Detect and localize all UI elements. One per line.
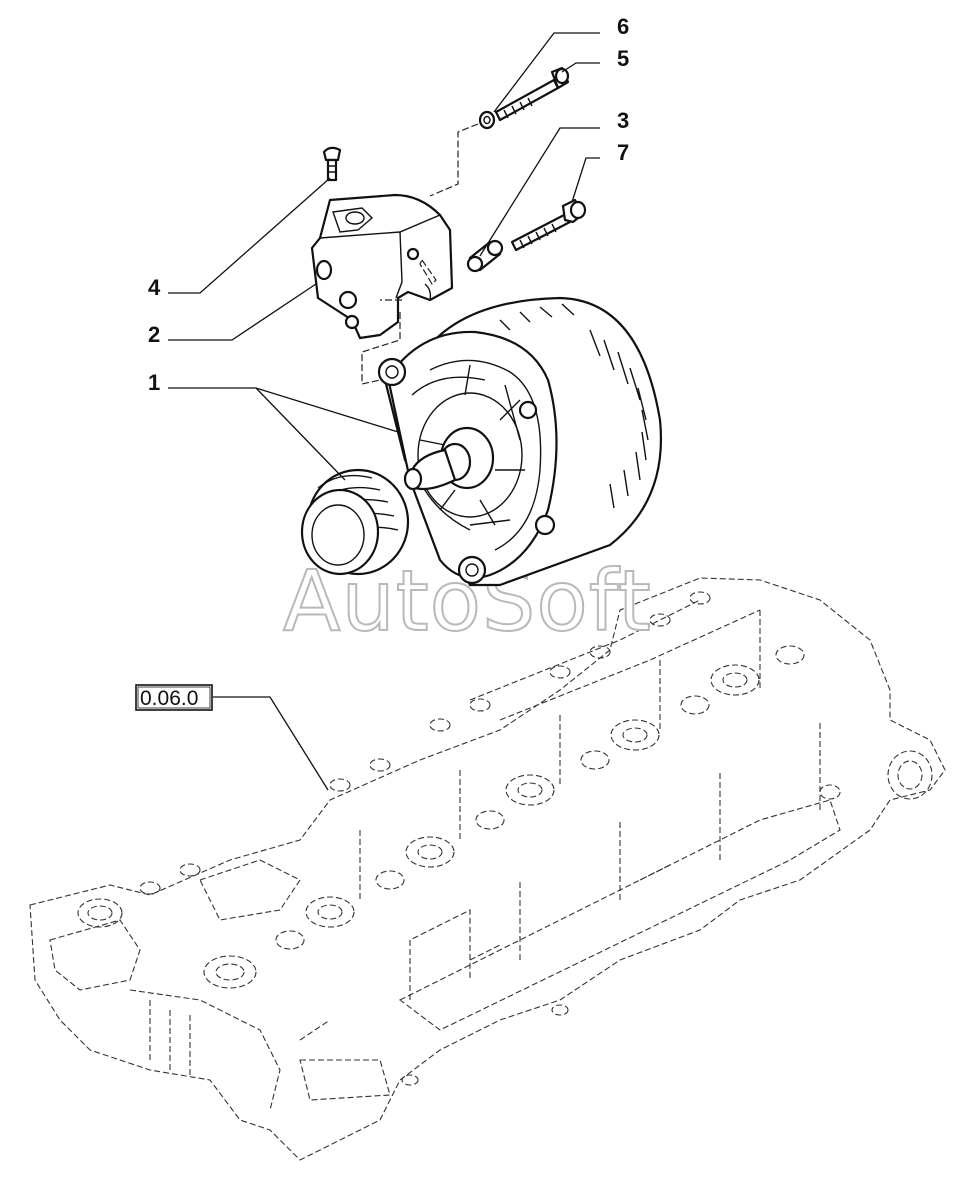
leader-lines [168,32,600,791]
pulley [300,468,410,576]
callout-3: 3 [617,108,629,133]
screw-4 [322,146,342,182]
callout-7: 7 [617,140,629,165]
alternator [377,296,662,587]
callout-5: 5 [617,46,629,71]
assembly-paths [361,123,479,385]
spacer-sleeve [466,239,504,273]
washer-6 [478,110,496,130]
callout-6: 6 [617,14,629,39]
callout-2: 2 [148,322,160,347]
callout-4: 4 [148,275,161,300]
reference-label: 0.06.0 [140,687,198,710]
callout-1: 1 [148,370,160,395]
bolt-long-7 [510,198,587,252]
reference-box[interactable]: 0.06.0 [135,684,213,711]
cylinder-head-ghost [29,577,946,1161]
alternator-cooling-fins [499,303,649,509]
mounting-bracket [310,193,454,340]
bolt-long-5 [494,66,570,122]
